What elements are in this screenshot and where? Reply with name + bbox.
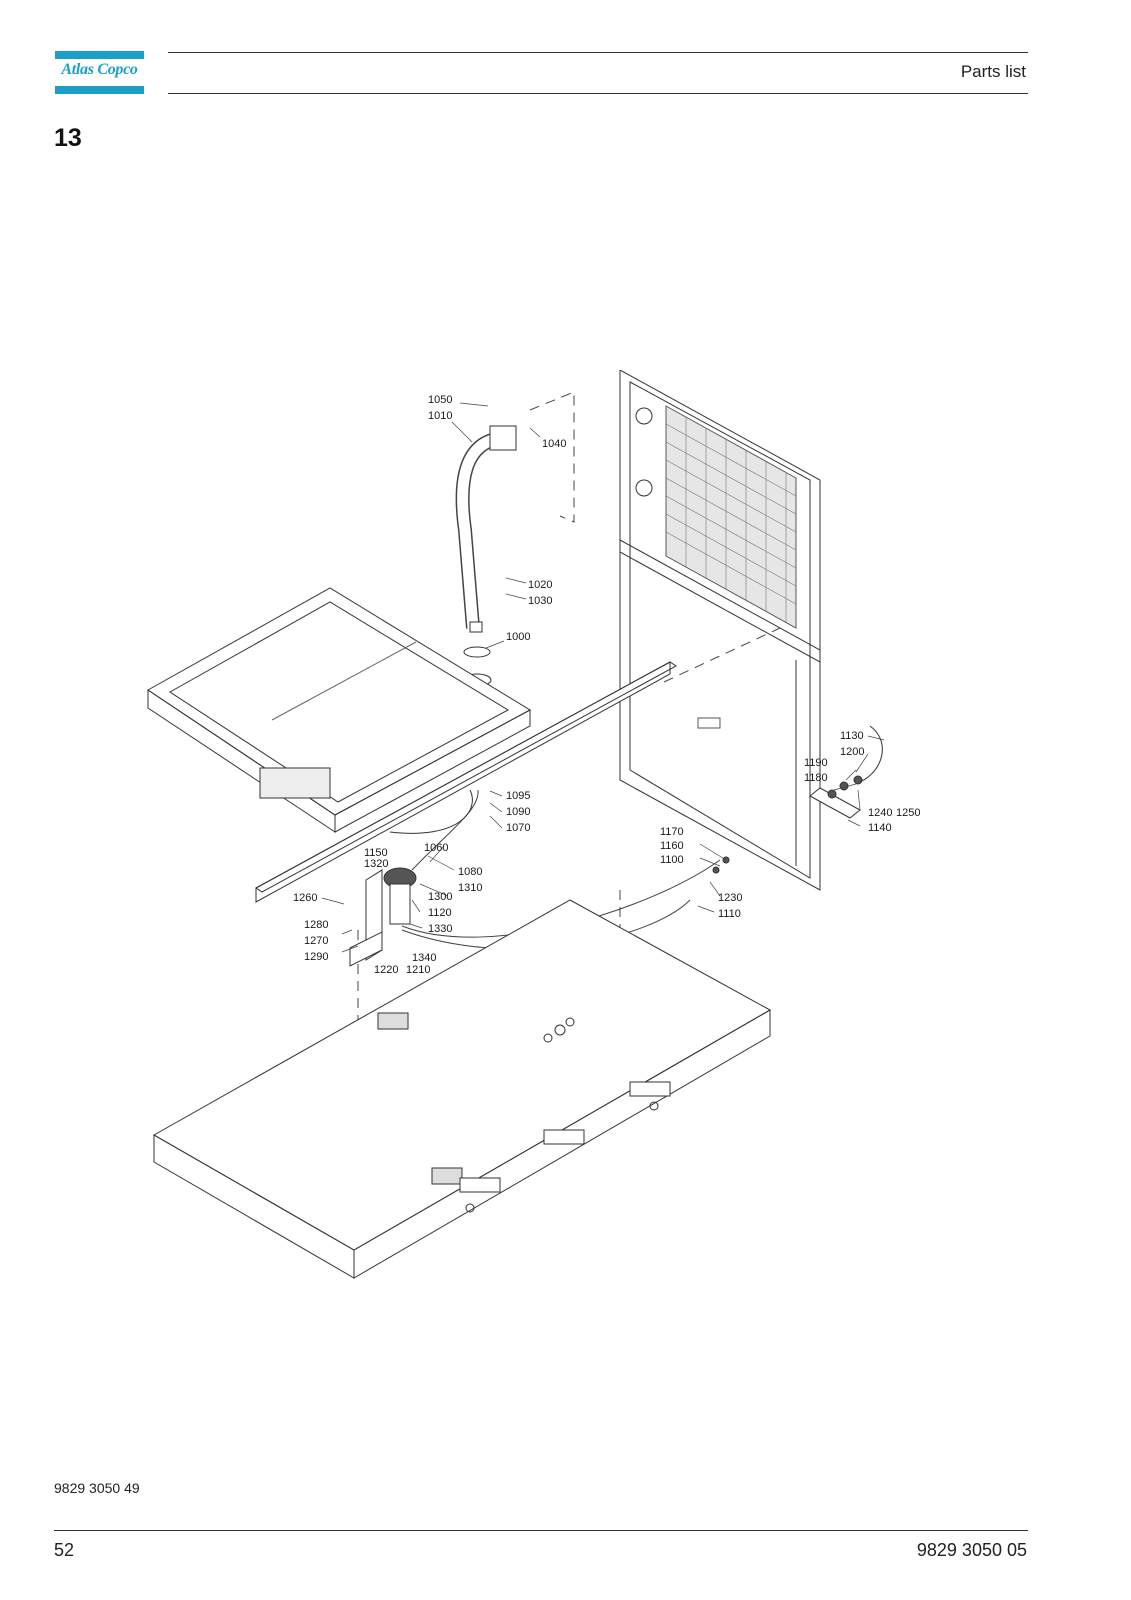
callout-1300: 1300 [428,891,452,903]
callout-1050: 1050 [428,394,452,406]
callout-1270: 1270 [304,935,328,947]
callout-1200: 1200 [840,746,864,758]
callout-1130: 1130 [840,730,864,742]
callout-1170: 1170 [660,826,684,838]
cooler-panel [619,370,821,891]
callout-1240: 1240 [868,807,892,819]
callout-1090: 1090 [506,806,530,818]
callout-1140: 1140 [868,822,892,834]
atlas-copco-logo: Atlas Copco [55,51,144,94]
callout-1110: 1110 [718,908,741,920]
callout-1150: 1150 [364,847,388,859]
callout-1280: 1280 [304,919,328,931]
callout-1310: 1310 [458,882,482,894]
callout-1190: 1190 [804,757,828,769]
header-rule-top [168,52,1028,53]
callout-1210: 1210 [406,964,430,976]
callout-1030: 1030 [528,595,552,607]
logo-bar-top [55,51,144,59]
callout-1180: 1180 [804,772,828,784]
callout-1040: 1040 [542,438,566,450]
logo-bar-bottom [55,86,144,94]
callout-1260: 1260 [293,892,317,904]
callout-labels: 1050 1010 1040 1020 1030 1000 1095 1090 … [293,394,920,976]
document-number: 9829 3050 05 [916,1540,1027,1560]
figure-reference-number: 9829 3050 49 [54,1480,140,1496]
callout-1100: 1100 [660,854,684,866]
callout-1000: 1000 [506,631,530,643]
page-number: 52 [54,1540,75,1560]
footer-rule [54,1530,1028,1531]
callout-leaders [321,402,885,953]
callout-1095: 1095 [506,790,530,802]
callout-1330: 1330 [428,923,452,935]
logo-text: Atlas Copco [61,61,138,78]
manifold-fittings [712,725,883,874]
callout-1060: 1060 [424,842,448,854]
duct-pipe [455,425,517,687]
filter-assembly [349,789,721,967]
header-rule-bottom [168,93,1028,94]
callout-1340: 1340 [412,952,436,964]
frame-tray [147,587,532,833]
callout-1020: 1020 [528,579,552,591]
callout-1320: 1320 [364,858,388,870]
exploded-parts-diagram: 1050 1010 1040 1020 1030 1000 1095 1090 … [130,370,930,1310]
callout-1230: 1230 [718,892,742,904]
diagram-svg: 1050 1010 1040 1020 1030 1000 1095 1090 … [147,370,920,1279]
callout-1070: 1070 [506,822,530,834]
callout-1120: 1120 [428,907,452,919]
page-title: Parts list [960,62,1026,81]
callout-1010: 1010 [428,410,452,422]
callout-1160: 1160 [660,840,684,852]
callout-1220: 1220 [374,964,398,976]
base-plate [152,899,772,1279]
cross-beam [255,661,677,903]
callout-1290: 1290 [304,951,328,963]
callout-1250: 1250 [896,807,920,819]
section-number: 13 [54,124,82,152]
callout-1080: 1080 [458,866,482,878]
